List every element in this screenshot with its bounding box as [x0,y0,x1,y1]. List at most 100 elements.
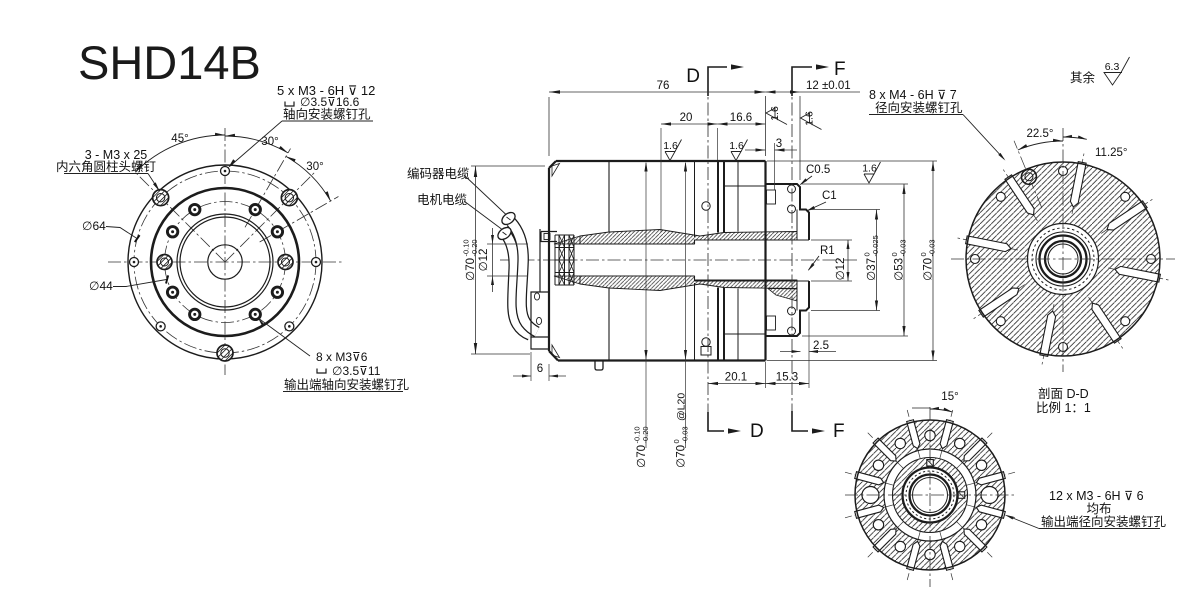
dim-arrow [1077,135,1087,140]
cable-end-mark [506,216,511,221]
dim-arrow [799,381,809,386]
socket-screw-socket [220,348,230,358]
leader-arrow [153,182,160,192]
socket-screw-head [1020,168,1038,186]
leader-line [229,120,283,167]
section-view: 编码器电缆 电机电缆 D F D F 76 12 ±0.01 20 16.6 3… [407,54,1006,468]
front-centerline-diag [244,148,291,228]
dim-od-bottom1-sub: -0.20 [640,426,651,443]
dim-arrow [930,406,940,410]
bolt-hole-center [253,312,257,316]
dim-153-label: 15.3 [776,369,798,385]
dim-arrow [755,148,766,152]
screw-hatch-line [288,197,298,206]
flange-radial-hole [787,184,796,194]
roughness-mark: 1.6 [799,111,822,130]
screw-hatch-line [281,189,290,199]
flange-radial-hole [787,204,796,214]
dim-76-label: 76 [657,77,670,93]
dim-dia37-main: ∅37 [863,258,879,281]
section-letter-d: D [686,61,700,88]
drawing-line [568,259,575,273]
axial-hole [894,540,906,553]
socket-label-line2: 内六角圆柱头螺钉 [56,156,157,175]
dim-r1-label: R1 [820,242,835,258]
flexspline-tip-lower [553,275,581,285]
radial-slot [854,504,885,519]
drawing-line [558,272,565,286]
screw-hatch-line [216,344,226,354]
cable-block-hole [533,292,541,301]
leader-arrow [1004,514,1014,520]
drawing-path [765,107,788,125]
section-mark-elbow [791,66,812,96]
radial-slot [872,528,897,553]
radial-slot [939,540,954,571]
screw-hatch-line [278,255,290,266]
page-title: SHD14B [78,36,261,89]
dim-arrow [683,161,688,172]
screw-hatch-line [220,348,233,361]
socket-label-line1: 3 - M3 x 25 [85,144,148,163]
screw-hatch-line [1028,176,1037,185]
screw-hatch-line [217,345,230,358]
section-arrow [812,428,825,434]
axial-hole [953,540,966,553]
dim-arrow [661,122,671,126]
motor-cable-label: 电机电缆 [417,189,468,208]
screw-hatch-line [156,193,168,205]
leader-arrow [228,159,236,168]
front-spigot-circle-inner [179,216,271,308]
dim-dia37-sub: -0.025 [870,235,881,256]
dim-od-right-sub: -0.03 [927,239,938,256]
roughness-value: 1.6 [663,138,678,153]
roughness-mark: 1.6 [765,106,788,125]
flexspline-tip-upper [553,235,581,245]
dim-166-label: 16.6 [730,109,752,125]
dim-arrow [135,163,143,173]
radial12-label-line3: 输出端径向安装螺钉孔 [1041,511,1167,530]
finish-value-label: 6.3 [1105,59,1120,74]
dim-arrow [644,350,648,360]
finish-note-label: 其余 [1070,67,1096,86]
radial-slot [1069,160,1087,208]
radial-slot [975,471,1006,486]
dim-od-left: ∅70 -0.10 -0.20 [461,239,481,280]
dim-arrow [549,374,558,378]
dim-arrow [214,132,225,136]
dim-arrow [809,350,818,353]
leader-line [463,200,502,230]
dim-arrow [874,209,879,220]
dim-dia37: ∅37 0 -0.025 [862,235,882,281]
front-centerline-diag [224,171,316,263]
radial12-label-line1: 12 x M3 - 6H ⊽ 6 [1049,485,1144,504]
socket-screw-socket [160,257,169,267]
radial-slot [1004,174,1035,216]
roughness-value: 1.6 [729,138,744,153]
section-arrow [728,428,741,434]
angle-45-label: 45° [171,130,188,146]
dim-bore-left: ∅12 [475,249,491,272]
socket-screw-head [151,188,170,207]
dim-arrow [791,350,801,353]
screw-hatch-line [277,254,286,262]
dim-arrow [755,122,766,126]
bolt-hole-center [223,169,227,173]
dim-od-right: ∅70 0 -0.03 [918,239,938,280]
roughness-mark: 1.6 [729,138,748,162]
dim-od-bottom2-sub: -0.03 [680,426,691,443]
section-dd-view: 22.5° 11.25° 剖面 D-D 比例 1：1 其余 6.3 [951,56,1175,416]
roughness-shape [765,107,788,125]
leader-line [962,114,1005,160]
bolt-hole-center [132,260,136,264]
screw-hatch-line [284,193,297,205]
radial-slot [906,540,921,571]
dim-arrow [683,350,688,360]
drawing-line [558,234,565,248]
dim-od-bottom2-main: ∅70 [673,445,689,468]
dim-arrow [473,166,478,177]
dim-25-label: 2.5 [813,337,829,353]
screw-axis [1013,140,1043,209]
